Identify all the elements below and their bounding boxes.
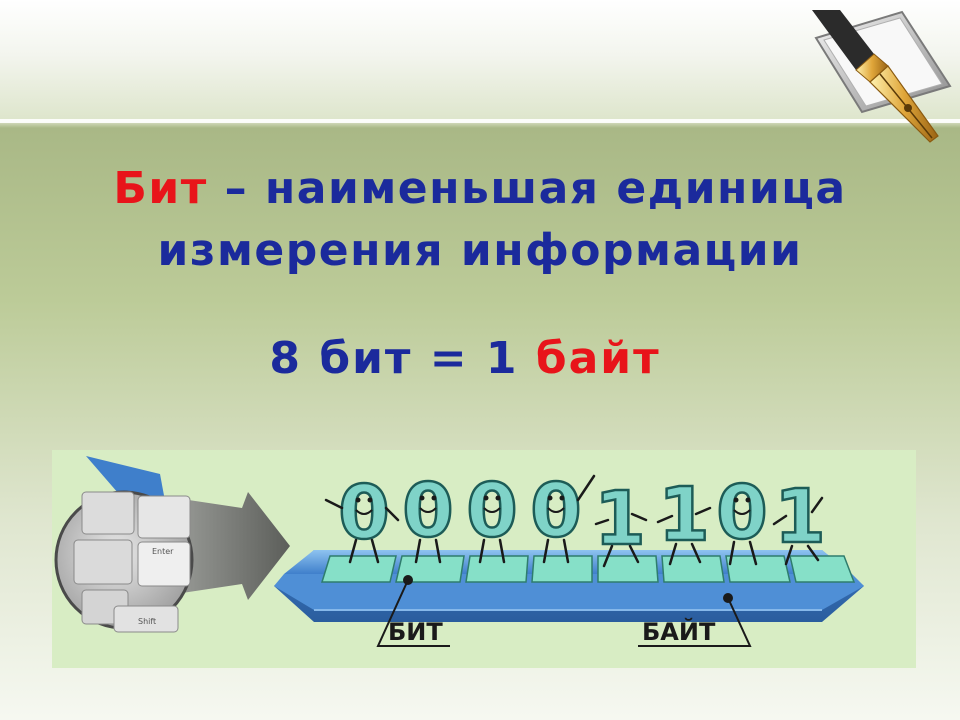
digit-6: 1 [658, 472, 710, 558]
byte-pointer [638, 593, 752, 647]
title-bit-word: Бит [113, 163, 208, 214]
equation-left: 8 бит = 1 [269, 333, 536, 384]
digit-3: 0 [466, 468, 518, 554]
digit-2: 0 [402, 468, 454, 554]
digit-limbs [324, 474, 824, 568]
slide-title: Бит – наименьшая единица измерения инфор… [0, 158, 960, 282]
header-band [0, 0, 960, 122]
digit-8: 1 [774, 474, 826, 560]
fountain-pen-icon [812, 10, 952, 143]
equation-byte-word: байт [535, 333, 661, 384]
title-line1-rest: – наименьшая единица [207, 163, 847, 214]
digit-faces [355, 495, 751, 503]
shift-key-label: Shift [138, 617, 156, 626]
header-divider [0, 119, 960, 123]
digit-smiles [355, 507, 751, 515]
enter-key-label: Enter [152, 547, 174, 556]
bit-label: БИТ [388, 618, 443, 646]
digit-1: 0 [338, 470, 390, 556]
illustration-canvas: Enter Shift 0 0 0 0 1 1 [54, 456, 864, 647]
bits-illustration: Enter Shift 0 0 0 0 1 1 [52, 450, 916, 668]
digit-5: 1 [594, 476, 646, 562]
title-line2: измерения информации [157, 225, 803, 276]
byte-label: БАЙТ [642, 617, 716, 646]
bit-pointer [376, 575, 450, 647]
grey-arrow [162, 492, 290, 600]
keyboard-magnifier: Enter Shift [54, 490, 194, 633]
bit-byte-equation: 8 бит = 1 байт [0, 333, 930, 385]
digit-characters: 0 0 0 0 1 1 0 1 [337, 467, 827, 564]
